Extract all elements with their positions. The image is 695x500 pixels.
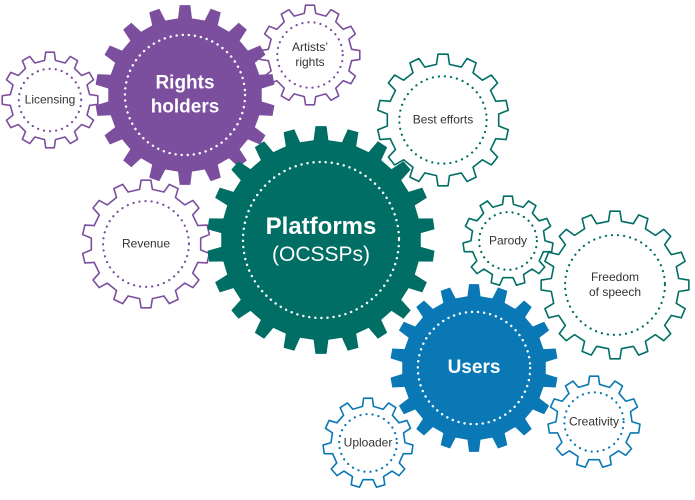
rights-holders-line-2: holders: [150, 96, 220, 117]
gear-label-parody: Parody: [489, 234, 527, 249]
gear-revenue: [81, 179, 211, 309]
gear-dotted-ring: [416, 310, 532, 426]
artists-rights-line-1: Artists’: [292, 40, 328, 54]
gear-rights-holders: [95, 5, 275, 185]
freedom-line-1: Freedom: [590, 270, 640, 284]
gear-label-revenue: Revenue: [122, 237, 170, 252]
platforms-line-2: (OCSSPs): [271, 242, 371, 266]
gear-artists-rights: [259, 4, 361, 106]
gear-dotted-ring: [241, 160, 401, 320]
gear-label-uploader: Uploader: [344, 436, 393, 451]
gear-platforms: [207, 126, 435, 354]
gear-creativity: [547, 375, 641, 468]
gear-dotted-ring: [123, 33, 247, 157]
best-efforts-text: Best efforts: [412, 112, 474, 127]
gear-body: [390, 284, 558, 452]
gear-body: [462, 195, 554, 286]
gear-label-artists-rights: Artists’ rights: [292, 40, 328, 70]
gear-dotted-ring: [338, 413, 398, 473]
gear-body: [1, 51, 99, 149]
gear-label-licensing: Licensing: [25, 93, 76, 108]
gear-dotted-ring: [398, 75, 488, 165]
gear-best-efforts: [376, 53, 510, 187]
gear-body: [547, 375, 641, 468]
rights-holders-line-1: Rights: [155, 72, 215, 94]
gear-body: [322, 397, 414, 488]
gear-users: [390, 284, 558, 452]
artists-rights-line-2: rights: [295, 55, 325, 69]
gear-dotted-ring: [101, 200, 191, 289]
users-text: Users: [447, 357, 501, 379]
gear-licensing: [1, 51, 99, 149]
gear-dotted-ring: [276, 21, 344, 89]
gear-body: [259, 4, 361, 106]
gear-label-best-efforts: Best efforts: [413, 113, 473, 128]
gear-label-rights-holders: Rights holders: [151, 71, 220, 119]
gear-parody: [462, 195, 554, 286]
creativity-text: Creativity: [568, 414, 620, 429]
gear-label-freedom-of-speech: Freedom of speech: [589, 270, 641, 300]
gear-dotted-ring: [563, 391, 625, 453]
parody-text: Parody: [488, 233, 528, 248]
gear-body: [376, 53, 510, 187]
licensing-text: Licensing: [24, 92, 76, 107]
gear-body: [207, 126, 435, 354]
gear-uploader: [322, 397, 414, 488]
gear-body: [81, 179, 211, 309]
gear-label-users: Users: [448, 356, 501, 380]
freedom-line-2: of speech: [588, 285, 642, 299]
gear-dotted-ring: [478, 211, 538, 271]
revenue-text: Revenue: [121, 236, 171, 251]
gear-dotted-ring: [17, 67, 83, 133]
gear-freedom-of-speech: [540, 210, 690, 360]
uploader-text: Uploader: [343, 435, 393, 450]
gear-body: [540, 210, 690, 360]
platforms-line-1: Platforms: [265, 212, 377, 240]
gear-body: [95, 5, 275, 185]
gear-label-platforms: Platforms (OCSSPs): [266, 212, 377, 268]
gear-dotted-ring: [563, 233, 667, 337]
gear-label-creativity: Creativity: [569, 415, 619, 430]
